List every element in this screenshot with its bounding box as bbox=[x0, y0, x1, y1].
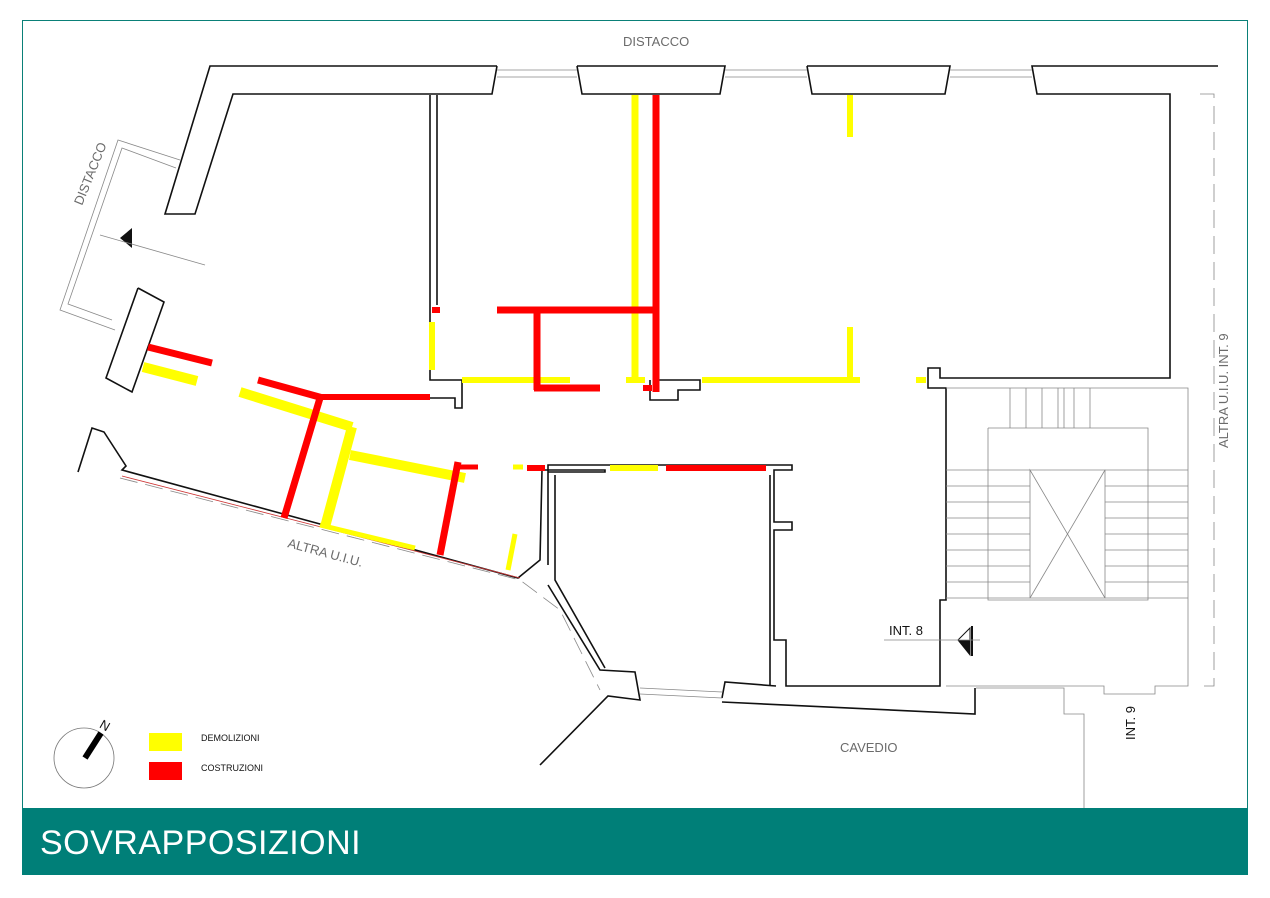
legend: DEMOLIZIONI COSTRUZIONI bbox=[149, 733, 263, 780]
demolitions-yellow bbox=[141, 95, 926, 571]
constructions-red bbox=[147, 95, 766, 556]
label-int8: INT. 8 bbox=[889, 623, 923, 638]
label-altra-uiu-int9: ALTRA U.I.U. INT. 9 bbox=[1216, 333, 1231, 448]
stair-steps bbox=[946, 388, 1188, 599]
legend-swatch-costruzioni bbox=[149, 762, 182, 780]
legend-swatch-demolizioni bbox=[149, 733, 182, 751]
north-arrow: N bbox=[53, 717, 115, 789]
section-marker-int8 bbox=[884, 626, 980, 657]
label-cavedio: CAVEDIO bbox=[840, 740, 898, 755]
north-label: N bbox=[97, 717, 113, 735]
title-bar: SOVRAPPOSIZIONI bbox=[22, 808, 1248, 875]
legend-label-demolizioni: DEMOLIZIONI bbox=[201, 733, 260, 743]
legend-label-costruzioni: COSTRUZIONI bbox=[201, 763, 263, 773]
label-distacco-top: DISTACCO bbox=[623, 34, 689, 49]
label-altra-uiu: ALTRA U.I.U. bbox=[286, 535, 364, 569]
section-marker-left bbox=[99, 228, 206, 266]
thin-lines bbox=[59, 69, 1215, 808]
walls bbox=[77, 65, 1218, 766]
label-int9: INT. 9 bbox=[1123, 706, 1138, 740]
label-distacco-left: DISTACCO bbox=[71, 140, 110, 207]
page-title: SOVRAPPOSIZIONI bbox=[40, 824, 362, 862]
